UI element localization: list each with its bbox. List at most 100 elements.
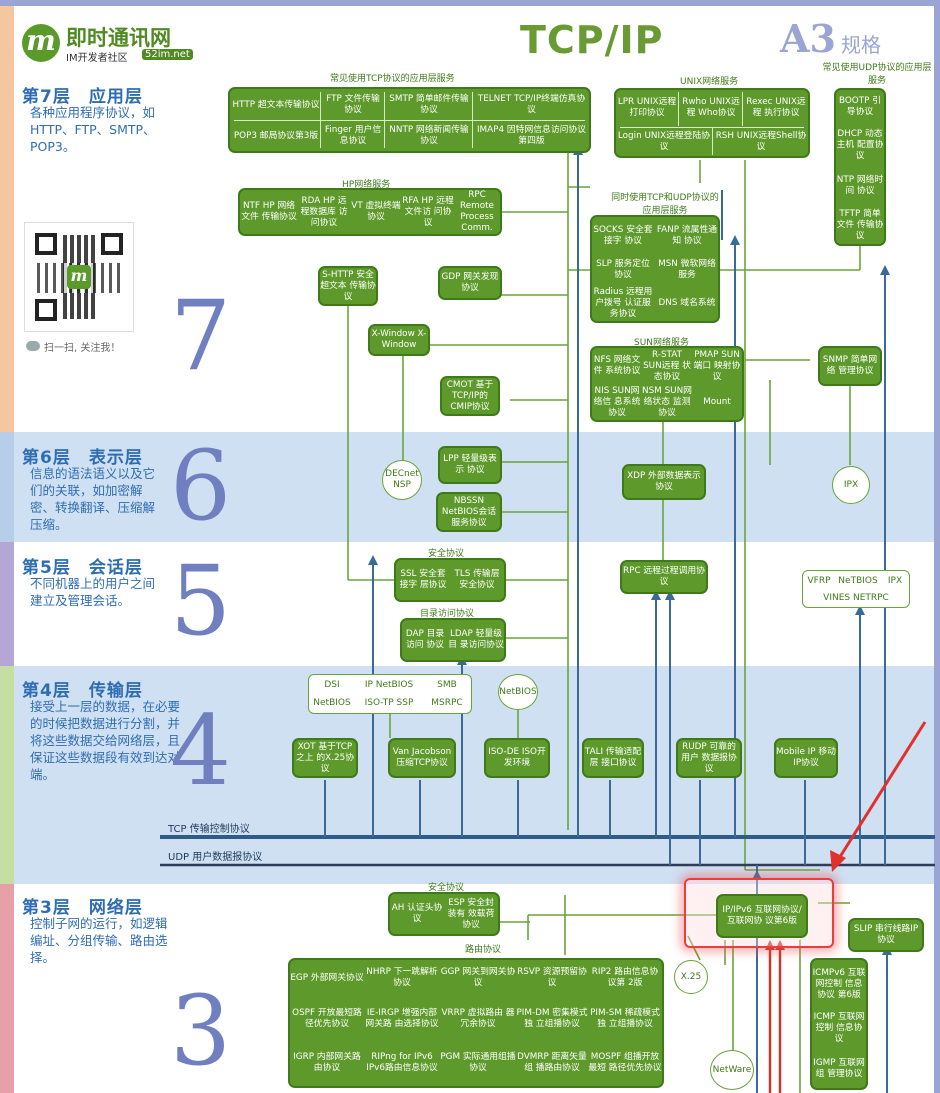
box-finger[interactable]: Finger 用户信息协议 xyxy=(324,125,382,146)
box-ssl[interactable]: SSL 安全套接字 层协议 xyxy=(399,569,447,590)
box-nntp[interactable]: NNTP 网络新闻传输协议 xyxy=(389,125,469,146)
logo[interactable]: m 即时通讯网 IM开发者社区 52im.net xyxy=(22,22,197,66)
box-tali-label[interactable]: TALI 传输适配层 接口协议 xyxy=(584,747,642,768)
box-smb[interactable]: SMB xyxy=(437,680,457,690)
box-ipnetbios[interactable]: IP NetBIOS xyxy=(364,680,414,690)
box-ftp[interactable]: FTP 文件传输协议 xyxy=(326,94,380,115)
box-fanp[interactable]: FANP 流属性通知 协议 xyxy=(656,225,718,246)
box-igrp[interactable]: IGRP 内部网关路 由协议 xyxy=(293,1052,361,1073)
box-nhrp[interactable]: NHRP 下一跳解析协议 xyxy=(366,967,438,988)
box-dap[interactable]: DAP 目录访问 协议 xyxy=(405,629,445,650)
box-rsh[interactable]: RSH UNIX远程Shell协议 xyxy=(715,131,807,152)
box-igmp[interactable]: IGMP 互联网组 管理协议 xyxy=(813,1058,865,1079)
box-msrpc[interactable]: MSRPC xyxy=(431,698,463,708)
box-dns[interactable]: DNS 域名系统 xyxy=(658,297,716,308)
box-mospf[interactable]: MOSPF 组播开放最短 路径优先协议 xyxy=(588,1052,662,1073)
box-dvmrp[interactable]: DVMRP 距离矢量组 播路由协议 xyxy=(517,1052,587,1073)
box-nsm[interactable]: NSM SUN网 络状态 监测协议 xyxy=(642,385,692,418)
box-nfs[interactable]: NFS 网络文件 系统协议 xyxy=(593,355,641,376)
box-mount[interactable]: Mount xyxy=(703,396,731,407)
box-tftp[interactable]: TFTP 简单文件 传输协议 xyxy=(836,208,884,241)
box-socks[interactable]: SOCKS 安全套接字 协议 xyxy=(593,225,653,246)
box-esp[interactable]: ESP 安全封装有 效载荷协议 xyxy=(447,897,495,930)
box-icmp[interactable]: ICMP 互联网控制 信息协议 xyxy=(813,1011,865,1044)
layer7-number: 7 xyxy=(170,280,232,392)
box-rpc-label[interactable]: RPC 远程过程调用协议 xyxy=(623,566,705,587)
box-mobip-label[interactable]: Mobile IP 移动IP协议 xyxy=(776,747,836,768)
circle-netbios[interactable]: NetBIOS xyxy=(498,674,538,710)
box-rexec[interactable]: Rexec UNIX远程 执行协议 xyxy=(746,97,806,118)
box-ggp[interactable]: GGP 网关到网关协议 xyxy=(440,967,516,988)
box-nbssn-label[interactable]: NBSSN NetBIOS会话 服务协议 xyxy=(441,495,497,528)
box-pimdm[interactable]: PIM-DM 密集模式独 立组播协议 xyxy=(516,1008,588,1029)
box-login[interactable]: Login UNIX远程登陆协议 xyxy=(617,131,711,152)
circle-netware[interactable]: NetWare xyxy=(710,1050,754,1090)
box-vanj-label[interactable]: Van Jacobson 压缩TCP协议 xyxy=(392,747,452,768)
box-slip-label[interactable]: SLIP 串行线路IP协议 xyxy=(853,924,919,945)
box-vines[interactable]: VINES NETRPC xyxy=(823,592,889,603)
circle-x25[interactable]: X.25 xyxy=(674,960,708,994)
box-rfahp[interactable]: RFA HP 远程文件访 问协议 xyxy=(402,195,454,228)
box-pop3[interactable]: POP3 邮局协议第3版 xyxy=(233,130,319,141)
box-lpp-label[interactable]: LPP 轻量级表示 协议 xyxy=(443,454,497,475)
box-ipv6-label[interactable]: IP/IPv6 互联网协议/互联网协 议第6版 xyxy=(722,905,802,926)
box-nis[interactable]: NIS SUN网络信 息系统协议 xyxy=(593,385,641,418)
box-netbios[interactable]: NetBIOS xyxy=(313,698,351,708)
box-both xyxy=(590,215,720,323)
box-ieirgp[interactable]: IE-IRGP 增强内部网关路 由选择协议 xyxy=(365,1008,439,1029)
box-bootp[interactable]: BOOTP 引导协议 xyxy=(839,96,881,117)
box-imap4[interactable]: IMAP4 因特网信息访问协议第四版 xyxy=(476,125,587,146)
box-ntp[interactable]: NTP 网络时间 协议 xyxy=(836,175,884,196)
box-ospf[interactable]: OSPF 开放最短路 径优先协议 xyxy=(292,1008,362,1029)
circle-ipx[interactable]: IPX xyxy=(832,466,870,504)
box-vfrp[interactable]: VFRP xyxy=(807,575,831,586)
box-rstat[interactable]: R-STAT SUN远程 状态协议 xyxy=(643,349,691,382)
box-pimsm[interactable]: PIM-SM 稀疏模式独 立组播协议 xyxy=(590,1008,660,1029)
box-dhcp[interactable]: DHCP 动态主机 配置协议 xyxy=(836,128,884,161)
box-rudp-label[interactable]: RUDP 可靠的用户 数据报协议 xyxy=(681,741,737,774)
box-rdahp[interactable]: RDA HP 远程数据库 访问协议 xyxy=(300,195,348,228)
box-ah[interactable]: AH 认证头协议 xyxy=(391,903,443,924)
box-rsvp[interactable]: RSVP 资源预留协议 xyxy=(517,967,587,988)
box-dsi[interactable]: DSI xyxy=(324,680,340,690)
box-cmot-label[interactable]: CMOT 基于TCP/IP的 CMIP协议 xyxy=(446,379,494,412)
qr-code[interactable]: m xyxy=(24,222,134,332)
box-xot: XOT 基于TCP之上 的X.25协议 xyxy=(292,738,358,778)
box-slip: SLIP 串行线路IP协议 xyxy=(848,918,924,952)
box-rpchp[interactable]: RPC Remote Process Comm. xyxy=(460,190,494,233)
box-xdp-label[interactable]: XDP 外部数据表示协议 xyxy=(627,471,701,492)
box-snmp-label[interactable]: SNMP 简单网络 管理协议 xyxy=(822,355,878,376)
box-ntfhp[interactable]: NTF HP 网络文件 传输协议 xyxy=(241,201,297,222)
box-xot-label[interactable]: XOT 基于TCP之上 的X.25协议 xyxy=(295,741,354,774)
box-lpr[interactable]: LPR UNIX远程 打印协议 xyxy=(617,97,677,118)
box-rwho[interactable]: Rwho UNIX远程 Who协议 xyxy=(682,97,740,118)
box-ipx2[interactable]: IPX xyxy=(887,575,903,586)
box-isotpssp[interactable]: ISO-TP SSP xyxy=(364,698,414,708)
box-pgm[interactable]: PGM 实际通用组播 协议 xyxy=(440,1052,516,1073)
box-icmpv6[interactable]: ICMPv6 互联网控制 信息协议 第6版 xyxy=(812,967,866,1000)
box-slp[interactable]: SLP 服务定位协议 xyxy=(596,259,650,280)
box-vrrp[interactable]: VRRP 虚拟路由 器冗余协议 xyxy=(441,1008,515,1029)
group-directory: 目录访问协议 xyxy=(420,609,475,619)
logo-name: 即时通讯网 xyxy=(66,26,171,50)
box-xwin-label[interactable]: X-Window X-Window xyxy=(371,329,427,350)
circle-decnet[interactable]: DECnet NSP xyxy=(382,460,422,500)
box-ldap[interactable]: LDAP 轻量级目 录访问协议 xyxy=(448,629,504,650)
box-ripng[interactable]: RIPng for IPv6 IPv6路由信息协议 xyxy=(366,1052,438,1073)
box-msn[interactable]: MSN 微软网络服务 xyxy=(658,259,716,280)
box-smtp[interactable]: SMTP 简单邮件传输协议 xyxy=(389,94,469,115)
box-netbios2[interactable]: NeTBIOS xyxy=(838,575,878,586)
box-egp[interactable]: EGP 外部网关协议 xyxy=(290,972,364,983)
box-shttp-label[interactable]: S-HTTP 安全超文本 传输协议 xyxy=(320,269,376,302)
box-telnet[interactable]: TELNET TCP/IP终端仿真协议 xyxy=(477,94,586,115)
box-http[interactable]: HTTP 超文本传输协议 xyxy=(232,99,320,110)
box-pmap[interactable]: PMAP SUN端口 映射协议 xyxy=(693,349,741,382)
box-isode-label[interactable]: ISO-DE ISO开发环境 xyxy=(488,747,546,768)
box-tls[interactable]: TLS 传输层 安全协议 xyxy=(454,569,500,590)
box-rip2[interactable]: RIP2 路由信息协议第 2版 xyxy=(591,967,659,988)
box-radius[interactable]: Radius 远程用户拨号 认证服务协议 xyxy=(593,286,653,319)
layer6-title: 第6层 表示层 xyxy=(22,448,143,468)
box-ipv6: IP/IPv6 互联网协议/互联网协 议第6版 xyxy=(716,894,808,938)
box-vt[interactable]: VT 虚拟终端 协议 xyxy=(351,201,401,222)
box-gdp-label[interactable]: GDP 网关发现协议 xyxy=(441,272,499,293)
